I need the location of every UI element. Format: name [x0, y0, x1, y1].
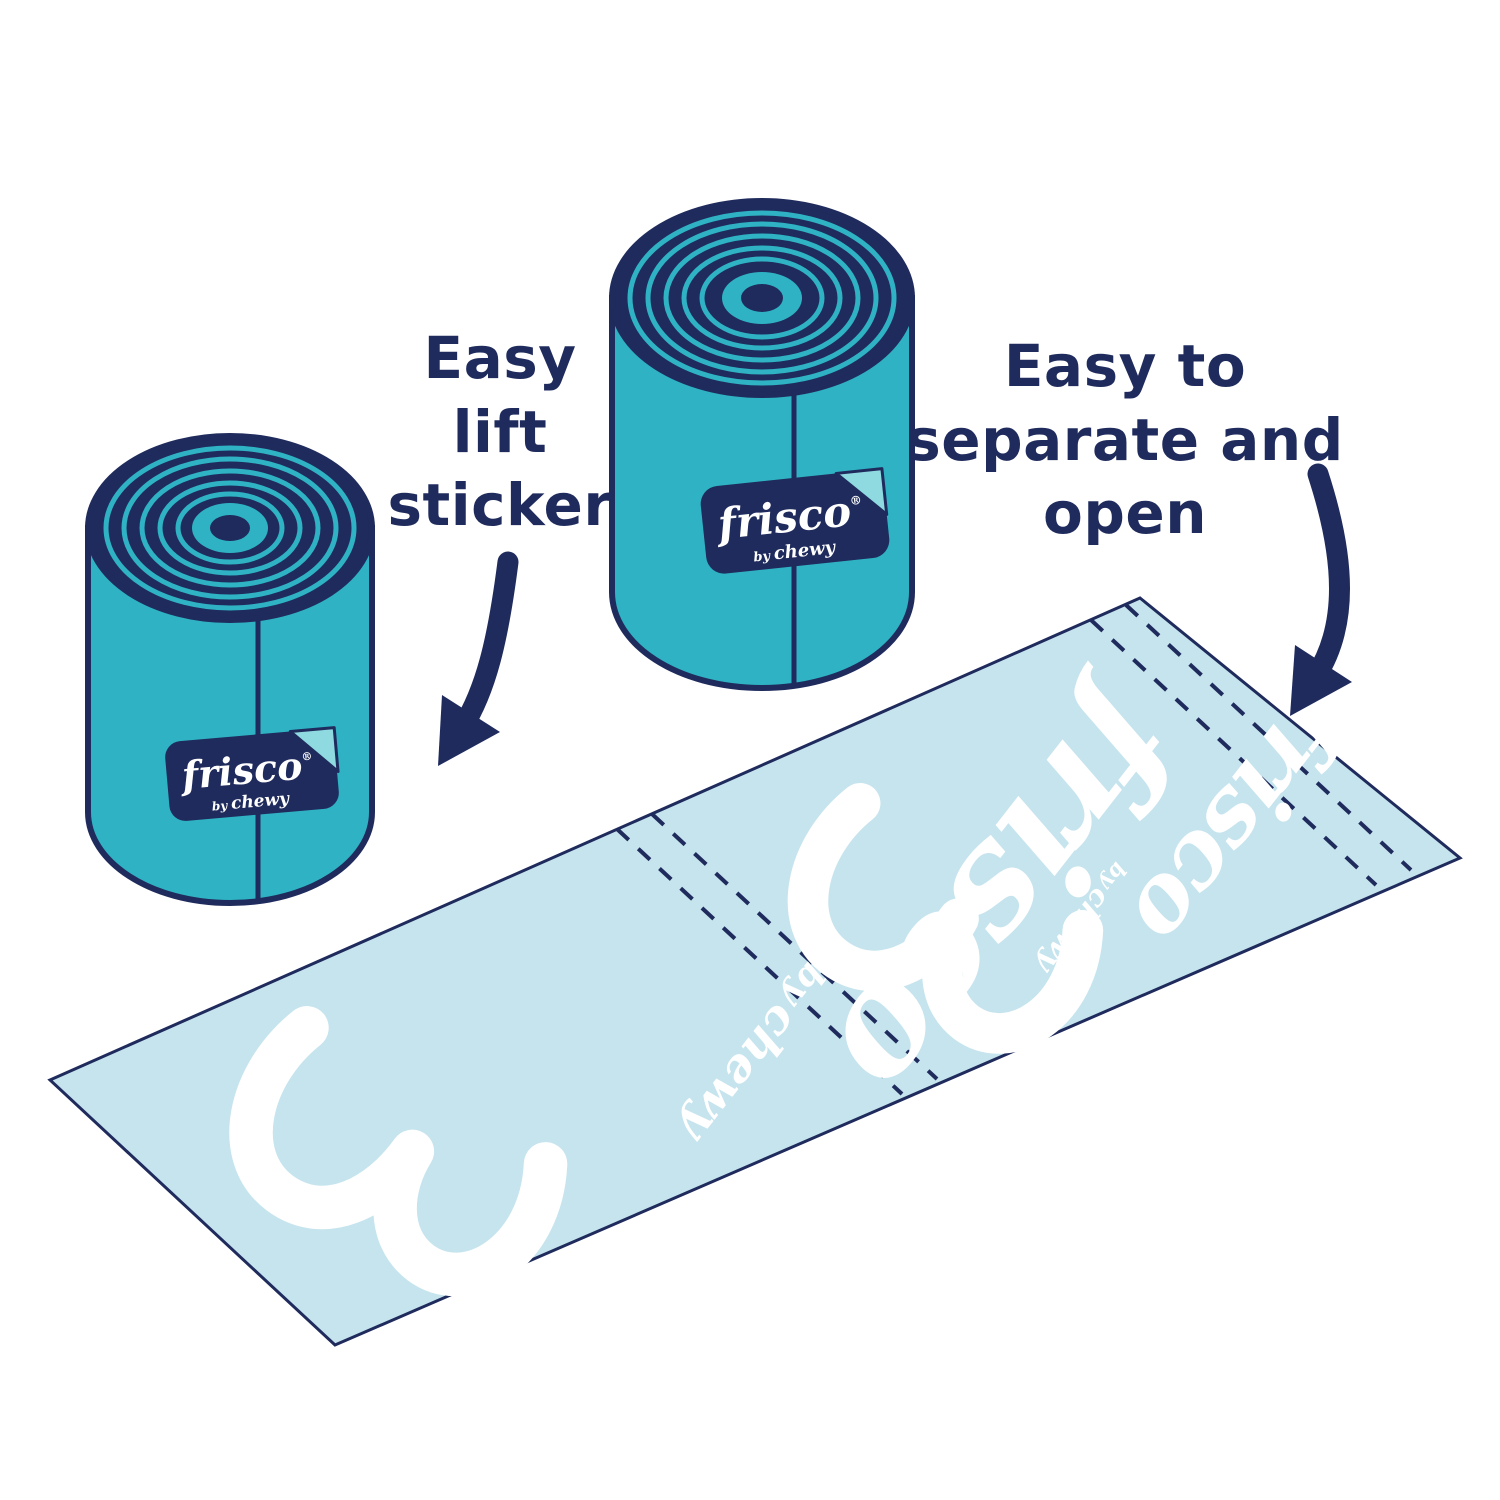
bag-strip-group: frisco bychewy frisco bychewy [47, 596, 1463, 1347]
sticker-by: by [211, 798, 229, 813]
sticker-by: by [753, 549, 773, 566]
roll-center-ring [645, 221, 879, 375]
roll-left-ring [175, 491, 285, 565]
roll-center-core-hole [741, 284, 783, 312]
sticker-reg-mark: ® [849, 493, 862, 508]
sticker-peel-corner-icon [288, 726, 340, 773]
roll-left-ring [157, 480, 303, 576]
roll-left-ring [139, 468, 321, 588]
arrow-right-shaft [1305, 463, 1350, 687]
sticker-left-bg [165, 729, 339, 821]
sticker-reg-mark: ® [301, 750, 313, 764]
bag-logo-swash [787, 782, 1104, 1054]
bag-logo-swash-path [787, 782, 1104, 1054]
arrow-left-shaft [451, 551, 519, 739]
arrow-right-icon [1290, 463, 1352, 716]
caption-easy-lift-sticker: Easy lift sticker [387, 324, 613, 540]
arrow-right-head [1290, 645, 1352, 716]
perforation-dashes [615, 827, 904, 1096]
bag-logo-swash-path [229, 1006, 568, 1297]
arrow-left-icon [438, 551, 519, 766]
perforation-dashes [1124, 603, 1413, 872]
roll-left-ring [103, 445, 357, 611]
roll-left-core-hole [210, 515, 250, 541]
roll-center-ring [627, 210, 897, 386]
arrow-left-head [438, 695, 500, 766]
sticker-brand-name: frisco [177, 743, 304, 799]
sticker-peel-corner-icon [834, 467, 889, 516]
roll-center-ring [681, 245, 843, 351]
sticker-center-bg [700, 470, 890, 574]
perforation-dashes [1089, 618, 1378, 887]
roll-left-ring [121, 456, 339, 600]
bag-logo-swash [229, 1006, 568, 1297]
sticker-left-frisco: frisco® [177, 742, 315, 799]
perforation-dashes [650, 812, 939, 1081]
caption-easy-separate-open: Easy to separate and open [906, 332, 1344, 548]
roll-center-ring [663, 233, 861, 363]
roll-center-ring [699, 256, 825, 340]
